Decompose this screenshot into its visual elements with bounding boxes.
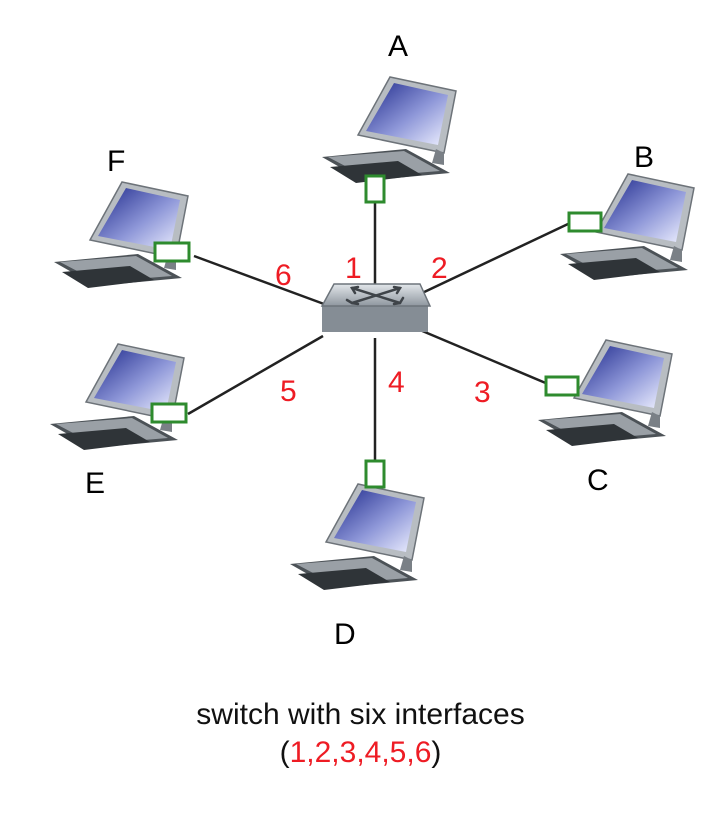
switch-topology: A B C D E F 1 2 3 4 5 6 bbox=[49, 30, 695, 651]
host-label-d: D bbox=[334, 618, 356, 651]
caption-interface-list: 1,2,3,4,5,6 bbox=[289, 736, 432, 769]
computer-d-icon bbox=[289, 483, 425, 591]
interface-label-5: 5 bbox=[280, 375, 297, 408]
link-f bbox=[193, 254, 325, 306]
host-label-c: C bbox=[587, 464, 609, 497]
link-b bbox=[419, 222, 569, 296]
computer-e-icon bbox=[49, 343, 185, 451]
link-e bbox=[187, 334, 324, 416]
host-label-e: E bbox=[85, 467, 105, 500]
switch-arrows-icon bbox=[345, 285, 405, 306]
host-a bbox=[321, 76, 457, 204]
interface-label-6: 6 bbox=[275, 259, 292, 292]
link-c bbox=[419, 328, 549, 386]
computer-a-icon bbox=[321, 76, 457, 184]
caption-close-paren: ) bbox=[431, 736, 442, 769]
interface-label-1: 1 bbox=[345, 252, 362, 285]
port-e-icon bbox=[150, 402, 188, 424]
port-d-icon bbox=[364, 459, 386, 489]
host-label-a: A bbox=[388, 30, 408, 63]
port-b-icon bbox=[567, 211, 603, 233]
links bbox=[187, 198, 569, 462]
host-c bbox=[537, 339, 673, 447]
host-label-b: B bbox=[634, 141, 654, 174]
interface-label-3: 3 bbox=[474, 376, 491, 409]
caption-open-paren: ( bbox=[279, 736, 290, 769]
interface-label-2: 2 bbox=[431, 252, 448, 285]
port-a-icon bbox=[364, 174, 386, 204]
host-b bbox=[559, 173, 695, 281]
host-label-f: F bbox=[107, 145, 125, 178]
port-f-icon bbox=[153, 241, 191, 263]
host-f bbox=[53, 181, 191, 289]
switch bbox=[320, 283, 432, 332]
switch-side-icon bbox=[322, 306, 428, 332]
caption-interfaces: (1,2,3,4,5,6) bbox=[0, 734, 721, 772]
port-c-icon bbox=[544, 375, 580, 397]
computer-f-icon bbox=[53, 181, 189, 289]
host-e bbox=[49, 343, 188, 451]
host-d bbox=[289, 459, 425, 591]
interface-label-4: 4 bbox=[388, 366, 405, 399]
caption: switch with six interfaces (1,2,3,4,5,6) bbox=[0, 696, 721, 772]
caption-title: switch with six interfaces bbox=[196, 698, 525, 731]
